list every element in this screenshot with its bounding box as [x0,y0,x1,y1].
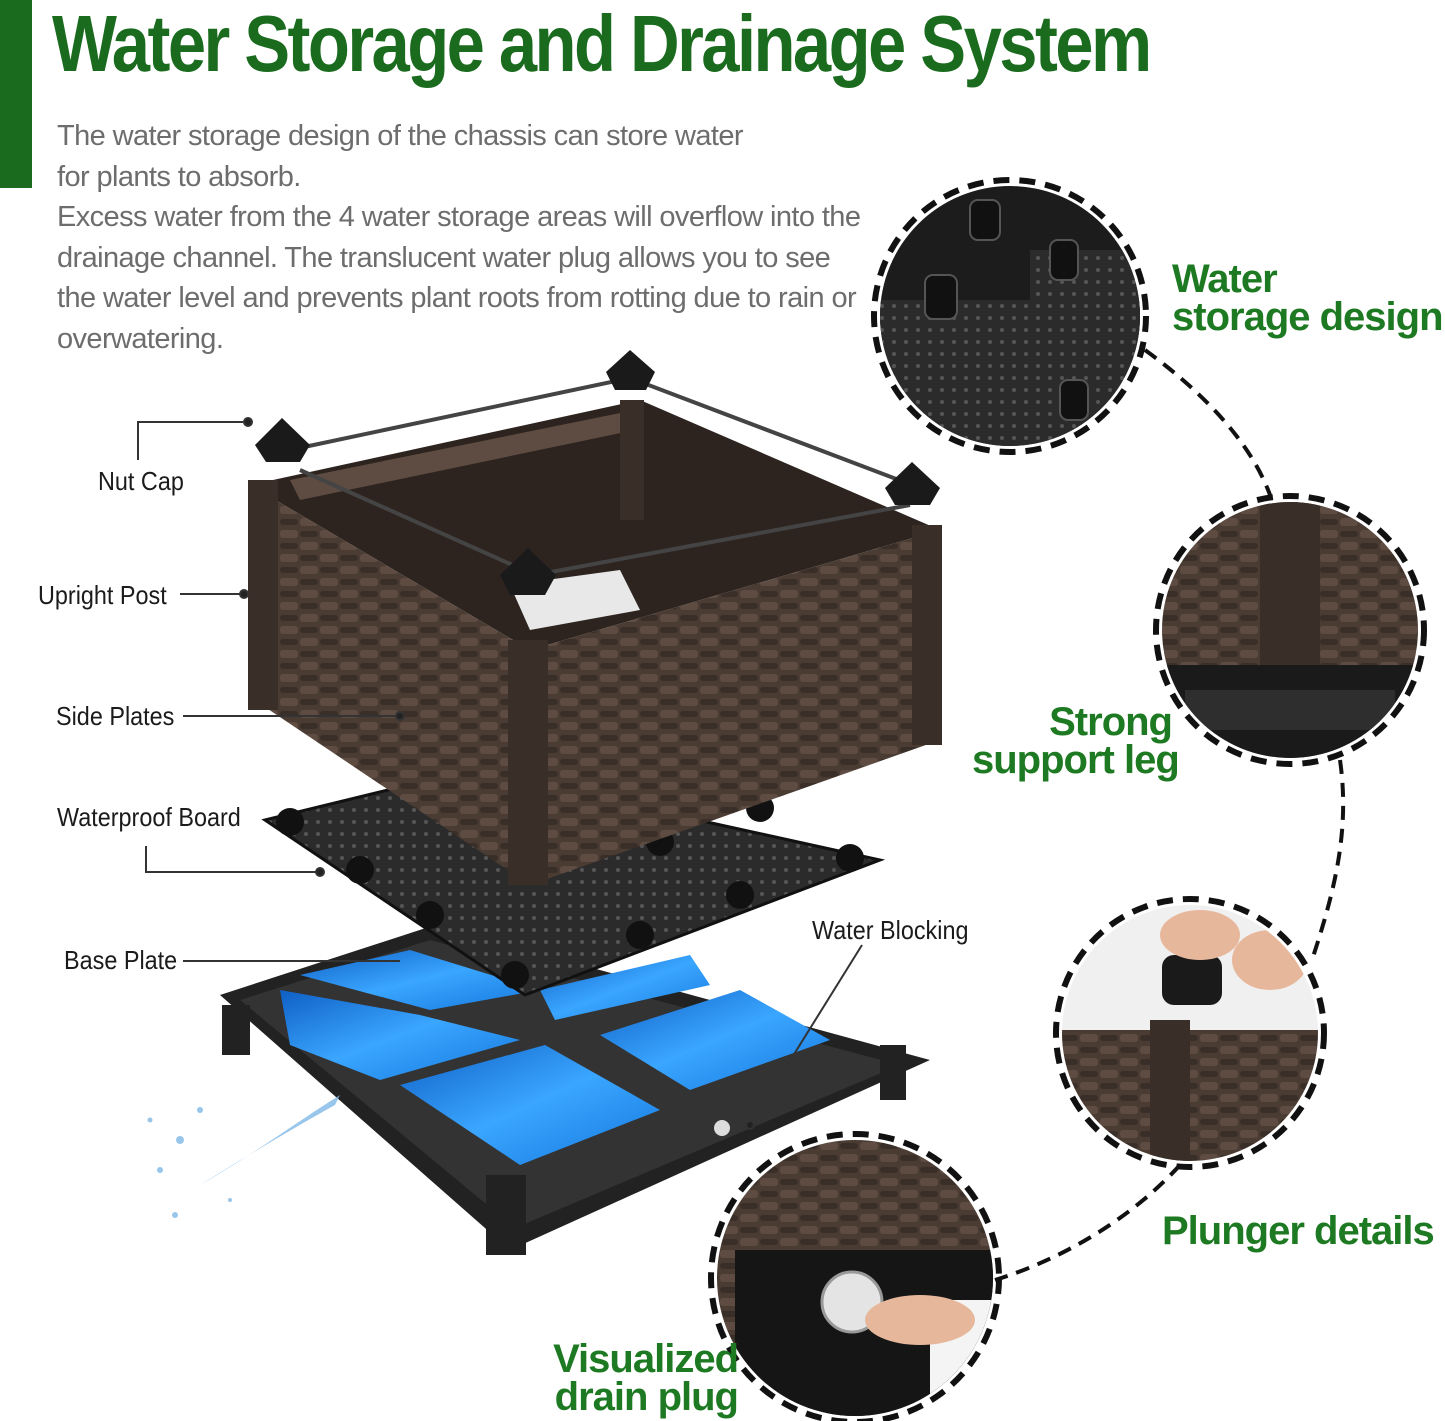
callout-drain-plug-line2: drain plug [554,1375,739,1419]
label-side-plates: Side Plates [56,701,175,731]
detail-circle-plunger [1053,896,1327,1170]
callout-water-storage-line1: Water [1172,257,1278,301]
base-plate-graphic [220,925,930,1255]
description: The water storage design of the chassis … [57,116,887,359]
callout-water-storage: Water storage design [1172,257,1444,339]
callout-support-leg: Strong support leg [972,700,1180,782]
label-water-blocking: Water Blocking [812,915,969,945]
page-title: Water Storage and Drainage System [52,0,1152,88]
label-leaders [137,417,863,1130]
label-base-plate: Base Plate [64,945,178,975]
callout-drain-plug: Visualized drain plug [533,1337,739,1419]
planter-box-graphic [248,376,942,885]
label-upright-post: Upright Post [38,580,167,610]
callout-plunger: Plunger details [1162,1209,1435,1253]
label-nut-cap: Nut Cap [98,466,184,496]
description-paragraph-1: The water storage design of the chassis … [57,120,744,193]
callout-drain-plug-line1: Visualized [553,1337,739,1381]
accent-bar [0,0,32,188]
detail-circle-support-leg [1153,493,1427,767]
nut-cap-graphics [255,350,940,595]
label-waterproof-board: Waterproof Board [57,802,241,832]
detail-circle-water-storage [871,177,1149,455]
waterproof-board-graphic [261,768,886,997]
callout-water-storage-line2: storage design [1172,295,1444,339]
detail-circle-drain-plug [708,1131,1002,1421]
description-paragraph-2: Excess water from the 4 water storage ar… [57,201,861,355]
callout-support-leg-line1: Strong [1049,700,1173,744]
water-splash-graphic [147,1095,340,1218]
callout-support-leg-line2: support leg [972,738,1180,782]
detail-connectors [994,348,1346,1282]
